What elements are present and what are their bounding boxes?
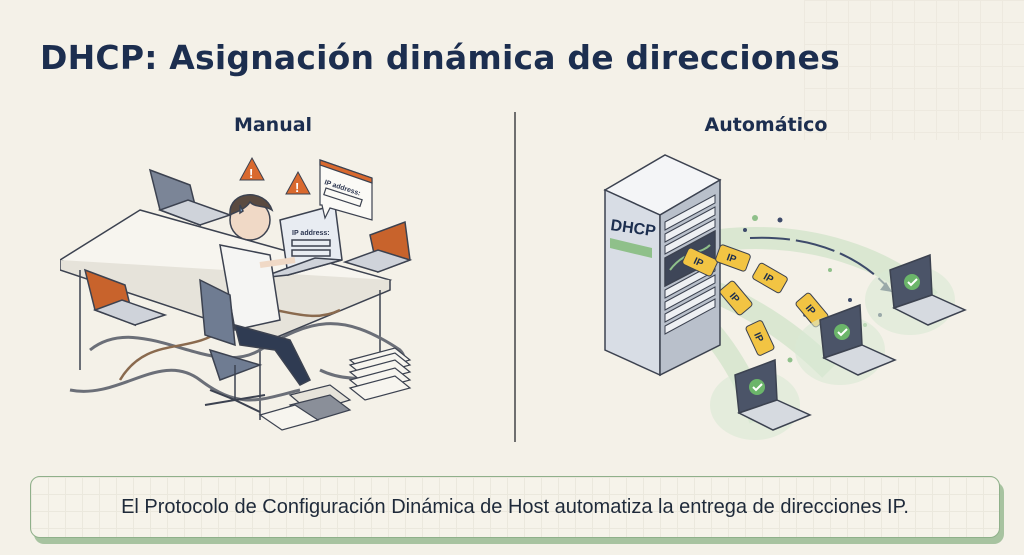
screen-ip-label: IP address: bbox=[292, 230, 330, 237]
laptop-left-orange bbox=[83, 268, 168, 327]
caption-text: El Protocolo de Configuración Dinámica d… bbox=[121, 495, 909, 518]
automatic-heading: Automático bbox=[704, 114, 828, 136]
dhcp-server-rack: DHCP bbox=[603, 154, 722, 377]
laptop-main: IP address: bbox=[259, 204, 343, 279]
caption-box: El Protocolo de Configuración Dinámica d… bbox=[30, 476, 1000, 538]
page-title: DHCP: Asignación dinámica de direcciones bbox=[40, 38, 840, 77]
manual-heading: Manual bbox=[233, 114, 313, 136]
laptop-right-orange bbox=[342, 220, 413, 274]
server-dhcp-label: DHCP bbox=[609, 217, 657, 240]
automatic-illustration: DHCP IP IP IP IP IP IP bbox=[603, 154, 967, 440]
svg-text:!: ! bbox=[249, 166, 253, 181]
svg-text:IP: IP bbox=[725, 252, 738, 266]
background-grid bbox=[804, 0, 1024, 140]
ip-ticket: IP bbox=[715, 244, 751, 272]
warning-icon: ! bbox=[239, 156, 265, 181]
stressed-person bbox=[199, 194, 312, 413]
svg-text:IP: IP bbox=[751, 331, 765, 345]
svg-text:!: ! bbox=[295, 180, 299, 195]
ip-ticket: IP bbox=[719, 280, 753, 316]
ip-ticket: IP bbox=[745, 320, 775, 356]
panel-divider bbox=[514, 112, 516, 442]
ip-address-popup: IP address: bbox=[319, 159, 373, 221]
manual-illustration: IP address: ! ! IP address: bbox=[60, 156, 413, 431]
svg-text:IP: IP bbox=[692, 256, 706, 270]
ip-ticket: IP bbox=[682, 247, 718, 277]
paper-stacks bbox=[258, 347, 412, 431]
laptop-connected bbox=[710, 358, 812, 440]
laptop-connected bbox=[795, 303, 897, 385]
ip-ticket: IP bbox=[752, 262, 788, 294]
warning-icon: ! bbox=[285, 170, 311, 195]
laptop-connected bbox=[865, 253, 967, 335]
